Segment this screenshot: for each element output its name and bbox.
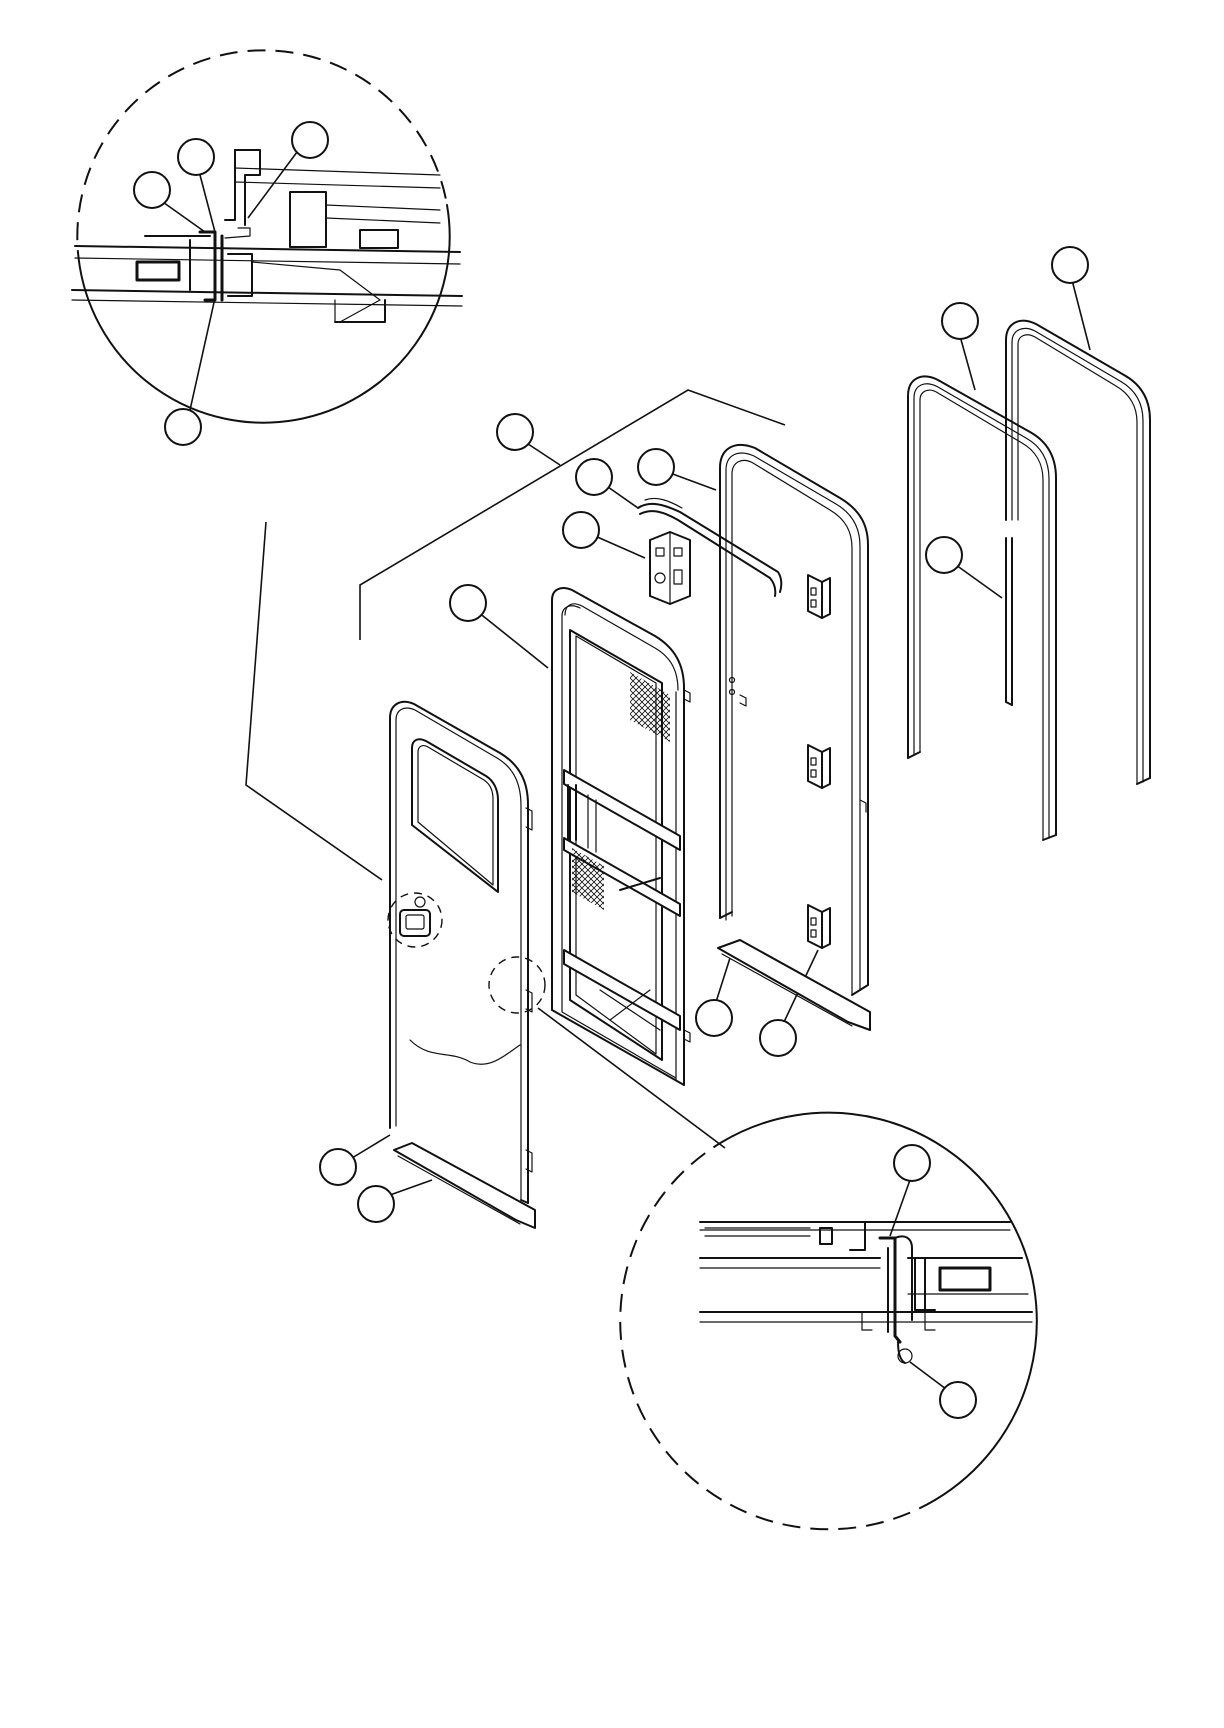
- seal-strip-part: [926, 537, 1012, 705]
- callout-door-frame: [638, 449, 674, 485]
- callout-seal-strip: [926, 537, 962, 573]
- detail-a-1-leader: [160, 200, 205, 232]
- latch-plate-part: [563, 512, 690, 604]
- callout-seal-inner: [1052, 247, 1088, 283]
- detail-b-dashed-arc: [620, 1142, 935, 1529]
- callout-detail-a-4: [165, 409, 201, 445]
- detail-a-connector: [246, 522, 382, 880]
- callout-seal-outer: [942, 303, 978, 339]
- main-door-part: [320, 702, 545, 1203]
- detail-b-connector: [538, 1008, 725, 1148]
- seal-inner-part: [1006, 247, 1150, 784]
- detail-view-hinge: [538, 1008, 1037, 1529]
- seals-part: [908, 247, 1150, 840]
- detail-b-solid-arc: [722, 1113, 1037, 1500]
- callout-detail-b-2: [940, 1382, 976, 1418]
- callout-detail-a-3: [292, 122, 328, 158]
- callout-hinge: [760, 1020, 796, 1056]
- detail-a-2-leader: [200, 175, 215, 232]
- callout-door-seal: [320, 1149, 356, 1185]
- hinge-middle: [808, 745, 830, 788]
- hinge-top: [808, 575, 830, 618]
- detail-b-1-leader: [890, 1180, 910, 1236]
- cutaway-break-line: [410, 1040, 520, 1064]
- screen-door-part: [450, 585, 690, 1085]
- hinge-bottom: [808, 905, 830, 948]
- hinge-detail-indicator: [489, 957, 545, 1013]
- callout-frame-assembly: [497, 414, 533, 450]
- callout-trim-strip: [576, 459, 612, 495]
- callout-detail-a-1: [134, 172, 170, 208]
- callout-door-sill: [358, 1186, 394, 1222]
- callout-detail-a-2: [178, 139, 214, 175]
- door-sill-part: [358, 1143, 535, 1228]
- detail-a-4-leader: [190, 298, 215, 410]
- detail-view-latch: [72, 50, 462, 880]
- callout-latch-plate: [563, 512, 599, 548]
- seal-outer-part: [908, 303, 1056, 840]
- callout-threshold: [696, 1000, 732, 1036]
- callout-detail-b-1: [894, 1145, 930, 1181]
- callout-screen-door: [450, 585, 486, 621]
